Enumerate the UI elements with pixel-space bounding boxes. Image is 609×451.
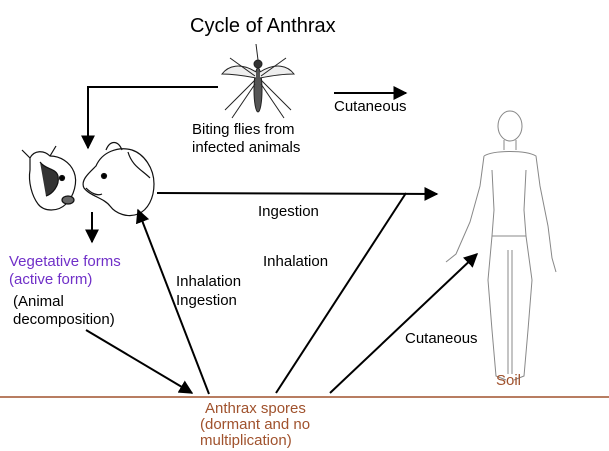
label-inhalation-ingestion-line1: Inhalation bbox=[176, 273, 241, 291]
label-vegetative-line2: (active form) bbox=[9, 271, 92, 289]
label-soil: Soil bbox=[496, 372, 521, 390]
label-inhalation: Inhalation bbox=[263, 253, 328, 271]
label-biting-flies-line1: Biting flies from bbox=[192, 121, 295, 139]
diagram-title: Cycle of Anthrax bbox=[190, 14, 336, 38]
label-cutaneous-top: Cutaneous bbox=[334, 98, 407, 116]
line-inhalation bbox=[276, 193, 406, 393]
label-cutaneous-bottom: Cutaneous bbox=[405, 330, 478, 348]
label-inhalation-ingestion-line2: Ingestion bbox=[176, 292, 237, 310]
label-vegetative-line1: Vegetative forms bbox=[9, 253, 121, 271]
mosquito-icon bbox=[222, 44, 294, 118]
label-animal-decomposition-line1: (Animal bbox=[13, 293, 64, 311]
label-animal-decomposition-line2: decomposition) bbox=[13, 311, 115, 329]
cow-and-horse-icon bbox=[22, 143, 154, 216]
arrow-ingestion bbox=[157, 193, 437, 194]
arrow-decomposition-to-spores bbox=[86, 330, 192, 393]
label-spores-line3: multiplication) bbox=[200, 432, 292, 450]
label-ingestion: Ingestion bbox=[258, 203, 319, 221]
label-biting-flies-line2: infected animals bbox=[192, 139, 300, 157]
